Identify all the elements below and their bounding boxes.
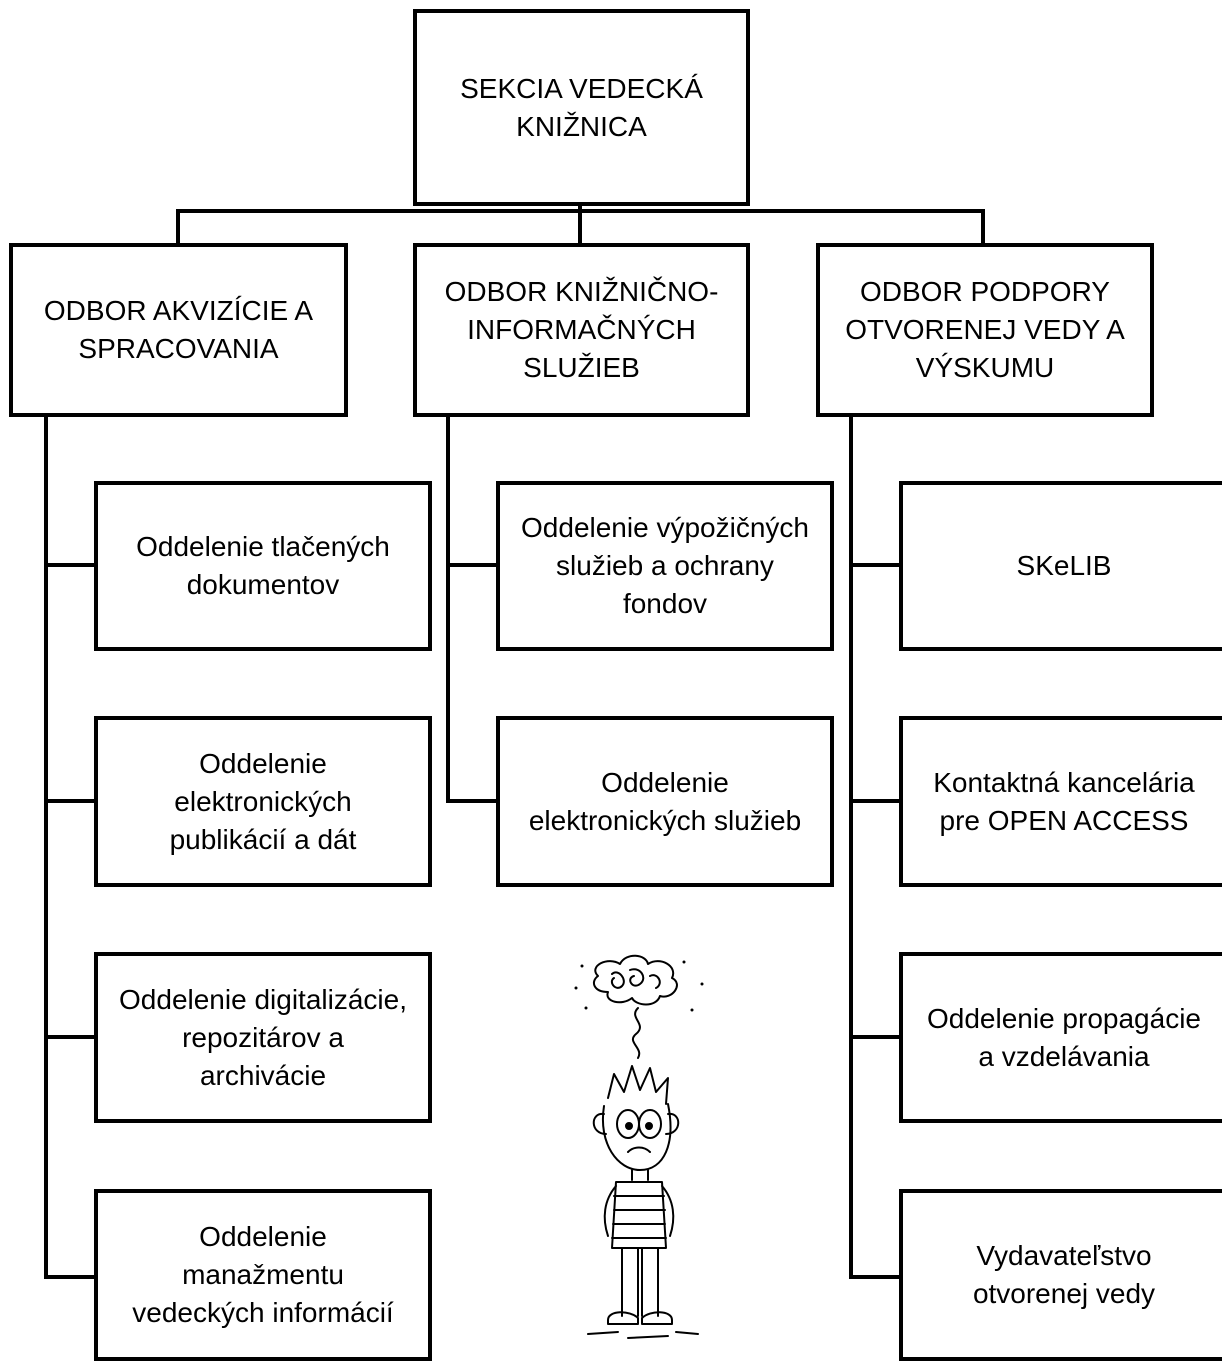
department-label: Oddelenie digitalizácie, repozitárov a a… (119, 983, 407, 1091)
department-label: Oddelenie elektronických služieb (528, 766, 802, 836)
department-box: Oddelenie elektronických publikácií a dá… (94, 716, 432, 887)
department-box: Oddelenie elektronických služieb (496, 716, 834, 887)
connector-line (44, 563, 96, 567)
department-box: Oddelenie manažmentu vedeckých informáci… (94, 1189, 432, 1361)
division-box-otvorenej-vedy: ODBOR PODPORY OTVORENEJ VEDY A VÝSKUMU (816, 243, 1154, 417)
department-box: Oddelenie tlačených dokumentov (94, 481, 432, 651)
department-label: Oddelenie propagácie a vzdelávania (927, 1002, 1201, 1072)
connector-line (578, 202, 582, 213)
division-label: ODBOR KNIŽNIČNO- INFORMAČNÝCH SLUŽIEB (444, 276, 719, 383)
department-box: Vydavateľstvo otvorenej vedy (899, 1189, 1222, 1361)
department-box: SKeLIB (899, 481, 1222, 651)
root-label: SEKCIA VEDECKÁ KNIŽNICA (460, 72, 703, 142)
connector-line (44, 413, 48, 1279)
connector-line (849, 799, 901, 803)
division-label: ODBOR AKVIZÍCIE A SPRACOVANIA (43, 295, 314, 364)
department-label: Vydavateľstvo otvorenej vedy (972, 1240, 1156, 1309)
department-box: Kontaktná kancelária pre OPEN ACCESS (899, 716, 1222, 887)
department-label: Oddelenie tlačených dokumentov (136, 531, 390, 600)
connector-line (849, 1035, 901, 1039)
connector-line (44, 1275, 96, 1279)
department-label: SKeLIB (1016, 550, 1112, 581)
connector-line (446, 413, 450, 803)
department-label: Kontaktná kancelária pre OPEN ACCESS (933, 766, 1195, 836)
department-box: Oddelenie výpožičných služieb a ochrany … (496, 481, 834, 651)
connector-line (446, 799, 498, 803)
division-box-kniznicno-informacnych: ODBOR KNIŽNIČNO- INFORMAČNÝCH SLUŽIEB (413, 243, 750, 417)
department-label: Oddelenie elektronických publikácií a dá… (169, 747, 357, 855)
connector-line (44, 1035, 96, 1039)
root-box: SEKCIA VEDECKÁ KNIŽNICA (413, 9, 750, 206)
department-label: Oddelenie manažmentu vedeckých informáci… (132, 1221, 394, 1328)
connector-line (44, 799, 96, 803)
division-label: ODBOR PODPORY OTVORENEJ VEDY A VÝSKUMU (845, 276, 1125, 383)
connector-line (981, 209, 985, 247)
connector-line (446, 563, 498, 567)
connector-line (849, 1275, 901, 1279)
connector-line (849, 563, 901, 567)
confused-cartoon-boy-icon (574, 954, 704, 1339)
department-box: Oddelenie digitalizácie, repozitárov a a… (94, 952, 432, 1123)
department-box: Oddelenie propagácie a vzdelávania (899, 952, 1222, 1123)
connector-line (578, 209, 582, 247)
connector-line (849, 413, 853, 1279)
division-box-akvizicie: ODBOR AKVIZÍCIE A SPRACOVANIA (9, 243, 348, 417)
department-label: Oddelenie výpožičných služieb a ochrany … (521, 512, 809, 619)
connector-line (176, 209, 180, 247)
